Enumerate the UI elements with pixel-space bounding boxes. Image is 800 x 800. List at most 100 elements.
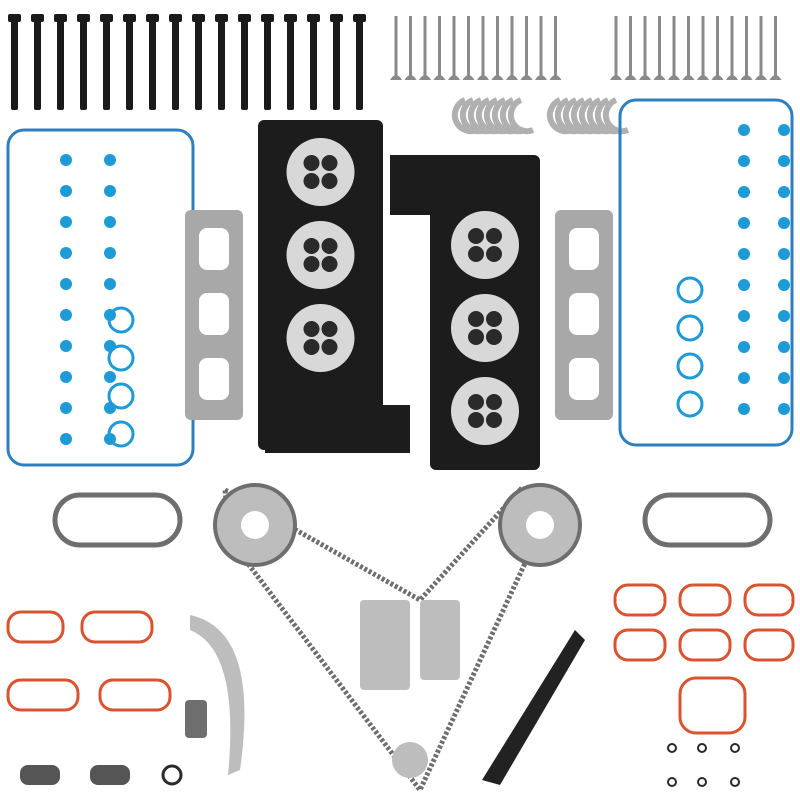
bolt bbox=[126, 14, 133, 110]
bolt bbox=[264, 14, 271, 110]
guide-bracket bbox=[360, 600, 410, 690]
bolt bbox=[195, 14, 202, 110]
bolt-head bbox=[215, 14, 228, 22]
valve-head bbox=[404, 75, 417, 80]
valve-stem-seal bbox=[486, 329, 502, 345]
valve-stem bbox=[701, 16, 705, 78]
small-o-ring bbox=[667, 777, 677, 787]
valve-head bbox=[769, 75, 782, 80]
blue-seal bbox=[104, 216, 116, 228]
blue-seal bbox=[778, 217, 790, 229]
intake-gasket bbox=[678, 628, 732, 662]
valve-head bbox=[433, 75, 446, 80]
valve-stem bbox=[716, 16, 719, 78]
blue-seal bbox=[104, 371, 116, 383]
valve-stem bbox=[423, 16, 427, 78]
valve-stem-seal bbox=[303, 321, 320, 337]
valve-head bbox=[682, 75, 695, 80]
valve-head bbox=[520, 75, 533, 80]
valve-head bbox=[668, 75, 680, 80]
valve-stem bbox=[672, 16, 676, 78]
valve-head bbox=[390, 75, 402, 80]
blue-seal bbox=[738, 217, 750, 229]
bolt bbox=[310, 14, 317, 110]
intake-gasket bbox=[678, 676, 747, 735]
gear-hole bbox=[526, 511, 554, 539]
valve-stem bbox=[394, 16, 398, 78]
bolt-head bbox=[146, 14, 159, 22]
valve-stem-seal bbox=[468, 228, 484, 244]
o-ring bbox=[676, 352, 704, 380]
intake-gasket bbox=[98, 678, 172, 712]
small-o-ring bbox=[730, 777, 740, 787]
blue-seal bbox=[738, 403, 750, 415]
blue-seal bbox=[738, 186, 750, 198]
valve-stem-seal bbox=[303, 339, 320, 355]
valve-head bbox=[726, 75, 738, 80]
tensioner-chain bbox=[642, 492, 773, 548]
valve-stem-seal bbox=[321, 339, 338, 355]
valve-stem bbox=[658, 16, 661, 78]
intake-gasket bbox=[6, 610, 65, 644]
flange-gasket bbox=[90, 765, 130, 785]
valve-stem bbox=[759, 16, 763, 78]
o-ring bbox=[676, 314, 704, 342]
o-ring bbox=[107, 420, 135, 448]
valve-stem-seal bbox=[486, 394, 502, 410]
exhaust-port bbox=[569, 358, 599, 400]
valve-stem-seal bbox=[486, 228, 502, 244]
blue-seal bbox=[738, 248, 750, 260]
valve-cover-gasket-right bbox=[618, 98, 794, 447]
cylinder-bore bbox=[451, 294, 519, 362]
blue-seal bbox=[778, 279, 790, 291]
bolt bbox=[172, 14, 179, 110]
exhaust-manifold-gaskets bbox=[185, 210, 613, 420]
valve-head bbox=[653, 75, 666, 80]
blue-seal bbox=[60, 154, 72, 166]
valve-stem-seal bbox=[321, 173, 338, 189]
valve-head bbox=[506, 75, 518, 80]
chain-guide-black bbox=[482, 630, 585, 785]
small-seals bbox=[20, 743, 740, 787]
valve-head bbox=[448, 75, 460, 80]
valve-stem bbox=[409, 16, 412, 78]
blue-seal bbox=[738, 279, 750, 291]
valve-stem-seal bbox=[486, 246, 502, 262]
blue-seal bbox=[778, 372, 790, 384]
bolt-head bbox=[123, 14, 136, 22]
valve-stem-seal bbox=[303, 173, 320, 189]
bearings bbox=[451, 97, 630, 135]
cover-gasket bbox=[618, 98, 794, 447]
valve-head bbox=[740, 75, 753, 80]
valve-stem bbox=[629, 16, 632, 78]
blue-seal bbox=[60, 216, 72, 228]
lifter bbox=[185, 700, 207, 738]
valve-stem bbox=[510, 16, 514, 78]
valves bbox=[390, 16, 782, 80]
head-bolts bbox=[8, 14, 366, 110]
valve-stem bbox=[730, 16, 734, 78]
blue-seal bbox=[778, 248, 790, 260]
o-ring bbox=[161, 764, 183, 786]
bolt bbox=[287, 14, 294, 110]
blue-seal bbox=[60, 402, 72, 414]
valve-head bbox=[491, 75, 504, 80]
small-o-ring bbox=[667, 743, 677, 753]
blue-seal bbox=[60, 371, 72, 383]
valve-stem-seal bbox=[321, 256, 338, 272]
valve-stem-seal bbox=[468, 246, 484, 262]
valve-stem bbox=[614, 16, 618, 78]
valve-stem bbox=[745, 16, 748, 78]
valve-head bbox=[419, 75, 431, 80]
flange-gasket bbox=[20, 765, 60, 785]
small-o-ring bbox=[697, 777, 707, 787]
valve-stem bbox=[643, 16, 647, 78]
intake-gasket bbox=[613, 628, 667, 662]
valve-stem-seal bbox=[321, 155, 338, 171]
bolt-head bbox=[192, 14, 205, 22]
bolt bbox=[149, 14, 156, 110]
cylinder-bore bbox=[286, 304, 355, 372]
bolt bbox=[57, 14, 64, 110]
valve-head bbox=[711, 75, 724, 80]
valve-head bbox=[639, 75, 651, 80]
